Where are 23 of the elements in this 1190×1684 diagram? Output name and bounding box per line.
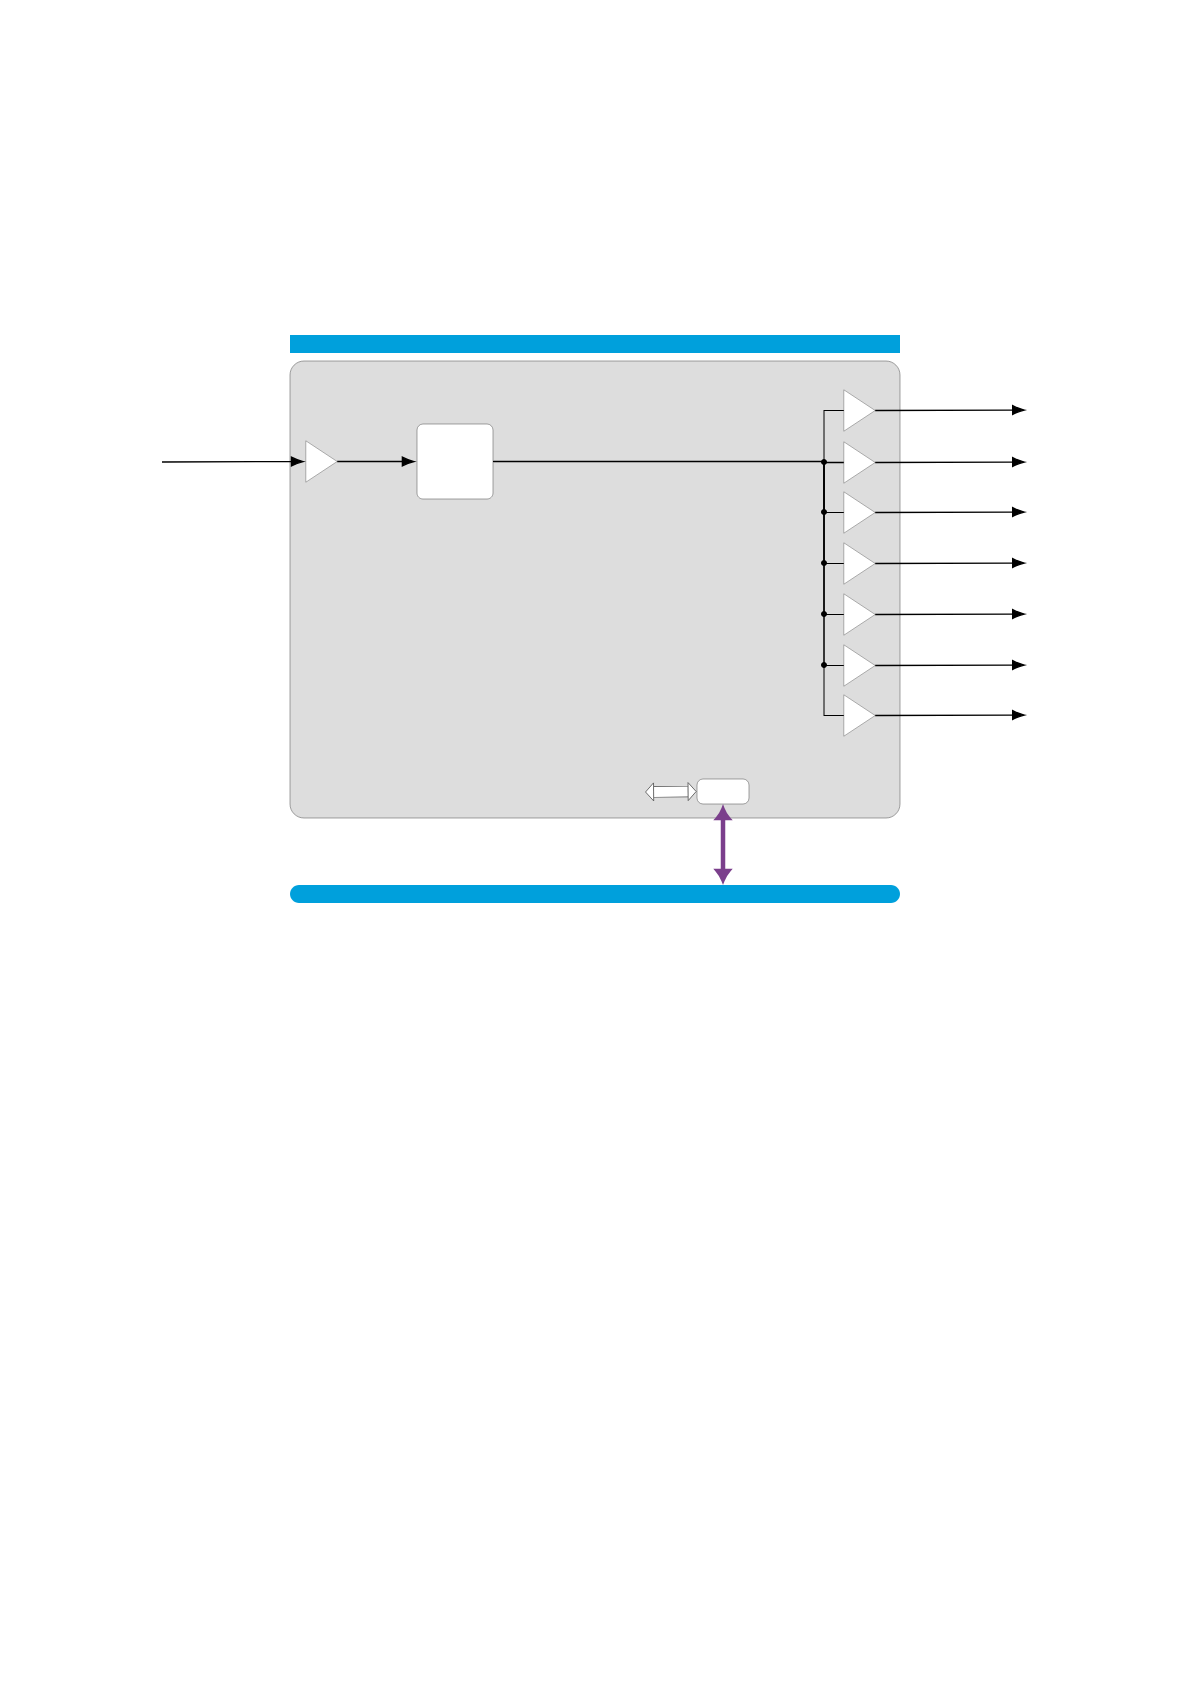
arrow bbox=[874, 660, 1025, 671]
amplifier-triangle bbox=[843, 593, 876, 636]
arrow bbox=[645, 782, 697, 802]
amplifier-triangle bbox=[305, 440, 338, 483]
amplifier-triangle bbox=[843, 441, 876, 484]
amplifier-triangle bbox=[843, 491, 876, 534]
arrow bbox=[715, 806, 731, 883]
arrow bbox=[874, 507, 1025, 518]
arrow bbox=[874, 457, 1025, 468]
arrow bbox=[874, 558, 1025, 569]
amplifier-triangle bbox=[843, 644, 876, 687]
arrow bbox=[336, 456, 415, 467]
bus-bar bbox=[290, 885, 900, 903]
bus-bar bbox=[290, 335, 900, 353]
arrow bbox=[874, 710, 1025, 721]
block-box bbox=[416, 423, 494, 500]
panel-background bbox=[289, 360, 901, 819]
amplifier-triangle bbox=[843, 694, 876, 737]
arrow bbox=[161, 456, 304, 467]
amplifier-triangle bbox=[843, 389, 876, 432]
arrow bbox=[874, 609, 1025, 620]
arrow bbox=[874, 405, 1025, 416]
amplifier-triangle bbox=[843, 542, 876, 585]
